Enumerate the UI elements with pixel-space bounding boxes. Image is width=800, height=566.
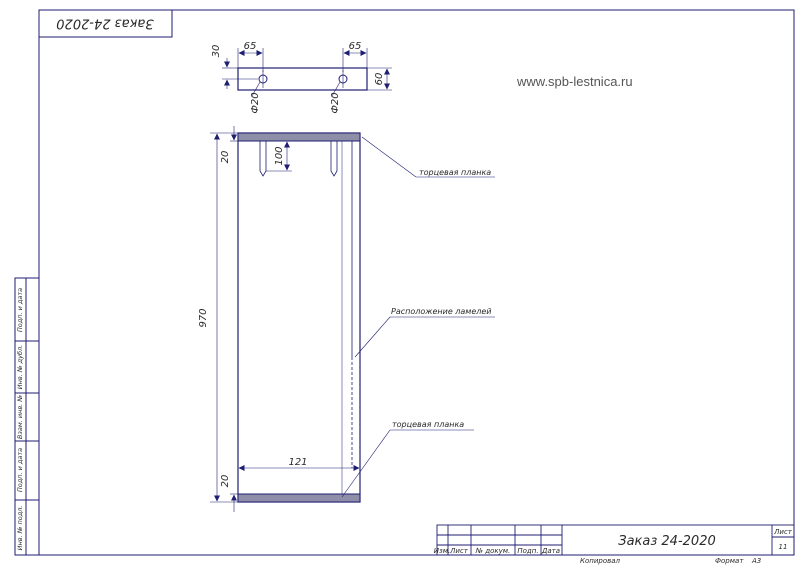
dim-970: 970 (198, 308, 209, 327)
dim-100: 100 (274, 146, 285, 165)
dowel-right (330, 141, 338, 177)
dim-20-bottom: 20 (220, 475, 231, 488)
header-order-box: Заказ 24-2020 (38, 9, 173, 38)
col-sign: Подп. (517, 547, 538, 555)
col-list: Лист (449, 547, 469, 555)
dim-65-left: 65 (244, 41, 257, 52)
front-view: 970 20 20 100 121 торцевая планка Распол… (198, 126, 495, 512)
dim-65-right: 65 (349, 41, 362, 52)
label-bottom-plank: торцевая планка (392, 420, 464, 429)
sheet-frame (14, 9, 795, 556)
hole-right-diameter: Ф20 (330, 92, 341, 113)
copied-label: Копировал (580, 557, 621, 565)
side-strip-labels: Подп. и дата Инв. № дубл. Взам. инв. № П… (16, 288, 24, 551)
side-label-1: Подп. и дата (16, 288, 24, 332)
format-value: А3 (751, 557, 761, 565)
side-label-4: Подп. и дата (16, 448, 24, 492)
side-label-3: Взам. инв. № (16, 395, 24, 439)
top-view: 65 65 30 60 Ф20 Ф20 (211, 41, 392, 114)
dowel-left (259, 141, 267, 177)
col-date: Дата (541, 547, 560, 555)
title-order: Заказ 24-2020 (618, 534, 715, 549)
dim-121: 121 (288, 457, 307, 468)
watermark-url: www.spb-lestnica.ru (516, 74, 633, 89)
label-lamella: Расположение ламелей (391, 307, 492, 316)
format-label: Формат (715, 557, 744, 565)
sheet-label: Лист (773, 528, 793, 536)
title-block: Заказ 24-2020 Изм. Лист № докум. Подп. Д… (434, 524, 795, 565)
side-label-5: Инв. № подл. (16, 506, 24, 551)
col-izm: Изм. (434, 547, 450, 555)
header-order-text: Заказ 24-2020 (56, 16, 153, 31)
dim-30: 30 (211, 45, 222, 58)
sheet-number: 11 (779, 543, 788, 551)
bottom-plank (237, 493, 361, 503)
dim-20-top: 20 (220, 151, 231, 164)
side-label-2: Инв. № дубл. (16, 345, 24, 389)
front-outline (237, 132, 361, 503)
dim-60: 60 (374, 73, 385, 86)
col-doc: № докум. (475, 547, 511, 555)
label-top-plank: торцевая планка (419, 168, 491, 177)
hole-left-diameter: Ф20 (250, 92, 261, 113)
top-plank (237, 132, 361, 142)
